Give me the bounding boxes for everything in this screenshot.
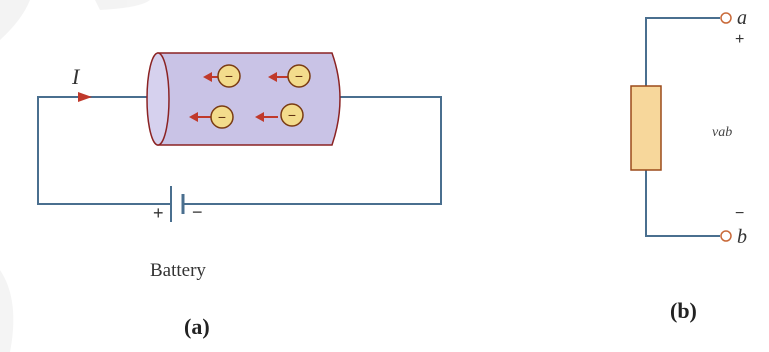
- electron-2: [268, 64, 311, 88]
- electron-2-sign: −: [295, 68, 303, 84]
- background-watermark: [0, 0, 150, 352]
- figure-a: − − − − I + − Battery (a): [37, 52, 442, 339]
- current-arrow: [78, 92, 92, 102]
- electron-3: [189, 105, 234, 129]
- caption-a: (a): [184, 314, 210, 339]
- element-wire: [645, 17, 720, 237]
- electron-1: [203, 64, 241, 88]
- terminal-a-node: [720, 12, 732, 24]
- electron-3-sign: −: [218, 109, 226, 125]
- circuit-element: [630, 85, 662, 171]
- current-label: I: [71, 64, 81, 89]
- terminal-a-label: a: [737, 7, 747, 29]
- minus-sign-b: −: [735, 205, 744, 222]
- battery-plus-sign: +: [153, 203, 164, 223]
- electron-4: [255, 103, 304, 127]
- terminal-b-node: [720, 230, 732, 242]
- electron-4-sign: −: [288, 107, 296, 123]
- battery-minus-sign: −: [192, 202, 203, 222]
- terminal-b-label: b: [737, 226, 747, 248]
- circuit-wire: [37, 96, 442, 205]
- voltage-label: vab: [712, 125, 732, 140]
- plus-sign-b: +: [735, 31, 744, 48]
- battery-label: Battery: [150, 260, 206, 281]
- electron-1-sign: −: [225, 68, 233, 84]
- figure-b: a b + − vab (b): [630, 7, 747, 323]
- conductor-cylinder: [146, 52, 341, 146]
- caption-b: (b): [670, 298, 697, 323]
